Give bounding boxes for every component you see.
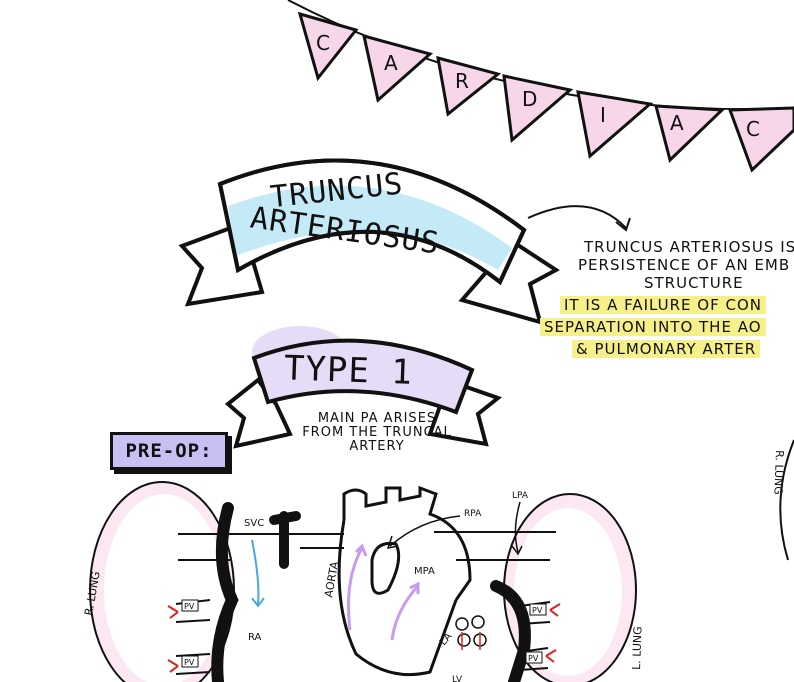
- label-pv: PV: [184, 658, 195, 667]
- left-lung-inner: [514, 508, 622, 676]
- pennant-letter: R: [455, 69, 470, 93]
- subtitle-line-1: MAIN PA ARISES: [317, 411, 437, 426]
- pennant-7: [727, 106, 794, 173]
- label-lv: LV: [452, 675, 463, 682]
- svc-flow-arrow: [251, 539, 265, 608]
- label-pv: PV: [532, 606, 543, 615]
- definition-highlight-1: IT IS A FAILURE OF CON: [560, 296, 766, 314]
- pennant-letter: A: [670, 111, 685, 135]
- heart-outline: [337, 519, 458, 677]
- la-wall: [490, 580, 531, 682]
- svc-wall-left: [211, 502, 239, 682]
- aorta-flow-arrow: [347, 543, 368, 631]
- bunting-pennants: [297, 11, 794, 173]
- pennant-letter: C: [746, 117, 761, 141]
- definition-line-3: STRUCTURE: [644, 274, 744, 292]
- label-lpa: LPA: [512, 491, 529, 501]
- right-lung-inner: [104, 494, 224, 682]
- type-band: [251, 338, 475, 415]
- pennant-6: [654, 104, 726, 163]
- label-pv: PV: [184, 602, 195, 611]
- truncal-artery: [342, 485, 472, 601]
- label-aorta: AORTA: [322, 560, 341, 598]
- pennant-3: [436, 55, 502, 117]
- definition-highlight-3: & PULMONARY ARTER: [572, 340, 761, 358]
- mpa-flow-arrow: [390, 581, 420, 641]
- type-label: TYPE 1: [283, 348, 413, 392]
- la-arrows: [461, 632, 481, 650]
- pennant-letter: A: [384, 51, 399, 75]
- label-svc: SVC: [244, 518, 264, 529]
- svc-wall-right: [269, 511, 301, 569]
- type-ribbon: TYPE 1: [224, 326, 503, 449]
- preop-badge: PRE-OP:: [110, 432, 228, 470]
- title-ribbon: TRUNCUS ARTERIOSUS: [178, 158, 560, 325]
- pennant-2: [362, 33, 434, 103]
- type-tail-left: [224, 377, 293, 449]
- pennant-5: [576, 90, 654, 159]
- definition-line-2: PERSISTENCE OF AN EMB: [578, 256, 791, 274]
- label-rpa: RPA: [464, 509, 482, 519]
- definition-highlight-2: SEPARATION INTO THE AO: [540, 318, 766, 336]
- pennant-letter: D: [522, 87, 538, 111]
- highlight-text: & PULMONARY ARTER: [572, 340, 761, 358]
- subtitle-line-3: ARTERY: [349, 439, 405, 454]
- far-right-lung-edge: [779, 439, 794, 561]
- mpa-loop: [370, 541, 401, 595]
- pennant-1: [297, 11, 359, 82]
- highlight-text: IT IS A FAILURE OF CON: [560, 296, 766, 314]
- highlight-text: SEPARATION INTO THE AO: [540, 318, 766, 336]
- label-r-lung-right: R. LUNG: [771, 450, 786, 495]
- subtitle-line-2: FROM THE TRUNCAL: [302, 425, 452, 440]
- label-ra: RA: [248, 632, 262, 643]
- lpa-pointer: [511, 501, 523, 556]
- definition-arrow: [527, 205, 627, 229]
- type-subtitle: MAIN PA ARISES FROM THE TRUNCAL ARTERY: [292, 412, 462, 454]
- rpa-pointer: [386, 515, 461, 549]
- label-l-lung: L. LUNG: [630, 626, 645, 670]
- pv-arrows: [167, 603, 561, 673]
- pa-lines: [178, 531, 556, 561]
- pulmonary-veins: [175, 599, 551, 675]
- pennant-letter: I: [600, 103, 607, 127]
- ribbon-highlight: [228, 185, 512, 270]
- pennant-letter: C: [316, 31, 331, 55]
- label-pv: PV: [528, 654, 539, 663]
- definition-line-1: TRUNCUS ARTERIOSUS IS: [584, 238, 794, 256]
- label-mpa: MPA: [414, 566, 435, 577]
- pennant-4: [502, 74, 574, 143]
- la-vessels: [455, 615, 487, 647]
